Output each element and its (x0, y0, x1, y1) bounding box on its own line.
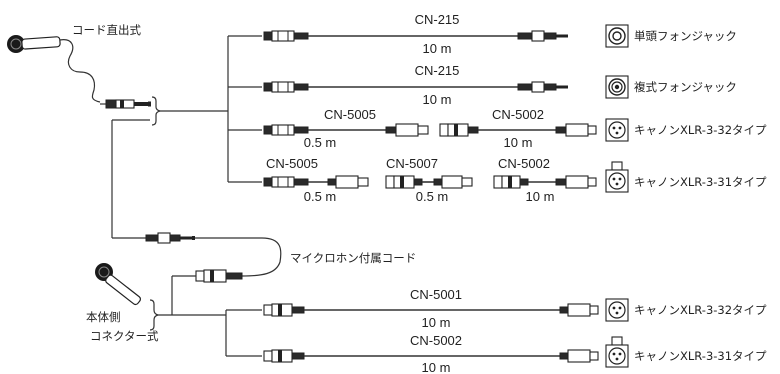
cable-name: CN-5001 (410, 287, 462, 302)
xlr-male-plug-icon (433, 175, 473, 189)
xlr-male-plug-icon (559, 303, 599, 317)
phone-plug-icon (145, 232, 195, 244)
xlr-female-plug-icon (493, 175, 529, 189)
target-label: キャノンXLR-3-31タイプ (634, 349, 767, 363)
xlr-male-plug-icon (555, 175, 597, 189)
phone-jack-connector-icon (263, 124, 309, 136)
phone-plug-icon (100, 99, 151, 109)
connector-microphone-icon (95, 263, 141, 306)
phone-jack-icon (605, 24, 629, 48)
cable-length: 0.5 m (304, 189, 337, 204)
cable-name: CN-5007 (386, 156, 438, 171)
cable-name: CN-5002 (492, 107, 544, 122)
stereo-phone-jack-icon (605, 75, 629, 99)
phone-jack-connector-icon (263, 30, 309, 42)
cable-length: 10 m (422, 315, 451, 330)
cable-name: CN-215 (415, 12, 460, 27)
cable-length: 10 m (423, 92, 452, 107)
bottom-brace (149, 299, 159, 331)
target-label: キャノンXLR-3-31タイプ (634, 175, 767, 189)
xlr-31-jack-icon (605, 161, 629, 193)
cable-length: 10 m (423, 41, 452, 56)
xlr-male-plug-icon (559, 349, 599, 363)
top-row-2: CN-215 10 m 複式フォンジャック (263, 63, 737, 107)
xlr-female-plug-icon (439, 123, 479, 137)
phone-plug-icon (517, 30, 568, 42)
xlr-32-jack-icon (605, 298, 629, 322)
xlr-32-jack-icon (605, 118, 629, 142)
bottom-section-title-line1: 本体側 (86, 310, 121, 324)
cable-length: 0.5 m (304, 135, 337, 150)
top-row-4: CN-5005 0.5 m CN-5007 0.5 m CN-5002 10 m… (263, 156, 767, 204)
cable-length: 10 m (504, 135, 533, 150)
top-section-title: コード直出式 (72, 23, 141, 37)
target-label: 単頭フォンジャック (634, 29, 737, 43)
xlr-female-plug-icon (263, 349, 305, 363)
xlr-female-plug-icon (195, 269, 243, 283)
target-label: キャノンXLR-3-32タイプ (634, 123, 767, 137)
accessory-cable (195, 237, 282, 277)
xlr-male-plug-icon (555, 123, 597, 137)
target-label: キャノンXLR-3-32タイプ (634, 303, 767, 317)
top-row-1: CN-215 10 m 単頭フォンジャック (263, 12, 737, 56)
bottom-row-1: CN-5001 10 m キャノンXLR-3-32タイプ (263, 287, 767, 330)
xlr-male-plug-icon (385, 123, 429, 137)
top-row-3: CN-5005 0.5 m CN-5002 10 m キャノンXLR-3-32タ… (263, 107, 767, 150)
phone-plug-icon (517, 81, 568, 93)
cable-name: CN-5002 (410, 333, 462, 348)
cable-name: CN-5005 (266, 156, 318, 171)
cable-name: CN-5005 (324, 107, 376, 122)
top-brace (151, 96, 161, 126)
xlr-female-plug-icon (385, 175, 423, 189)
bottom-row-2: CN-5002 10 m キャノンXLR-3-31タイプ (263, 333, 767, 374)
mic-cable (59, 39, 101, 103)
xlr-male-plug-icon (327, 175, 369, 189)
accessory-cord-label: マイクロホン付属コード (290, 251, 416, 265)
xlr-female-plug-icon (263, 303, 305, 317)
cable-name: CN-215 (415, 63, 460, 78)
cable-length: 0.5 m (416, 189, 449, 204)
cable-length: 10 m (526, 189, 555, 204)
xlr-31-jack-icon (605, 336, 629, 368)
bottom-section-title-line2: コネクター式 (90, 329, 159, 343)
cable-name: CN-5002 (498, 156, 550, 171)
phone-jack-connector-icon (263, 81, 309, 93)
cable-length: 10 m (422, 360, 451, 374)
target-label: 複式フォンジャック (634, 80, 737, 94)
phone-jack-connector-icon (263, 176, 309, 188)
corded-microphone-icon (7, 35, 61, 53)
